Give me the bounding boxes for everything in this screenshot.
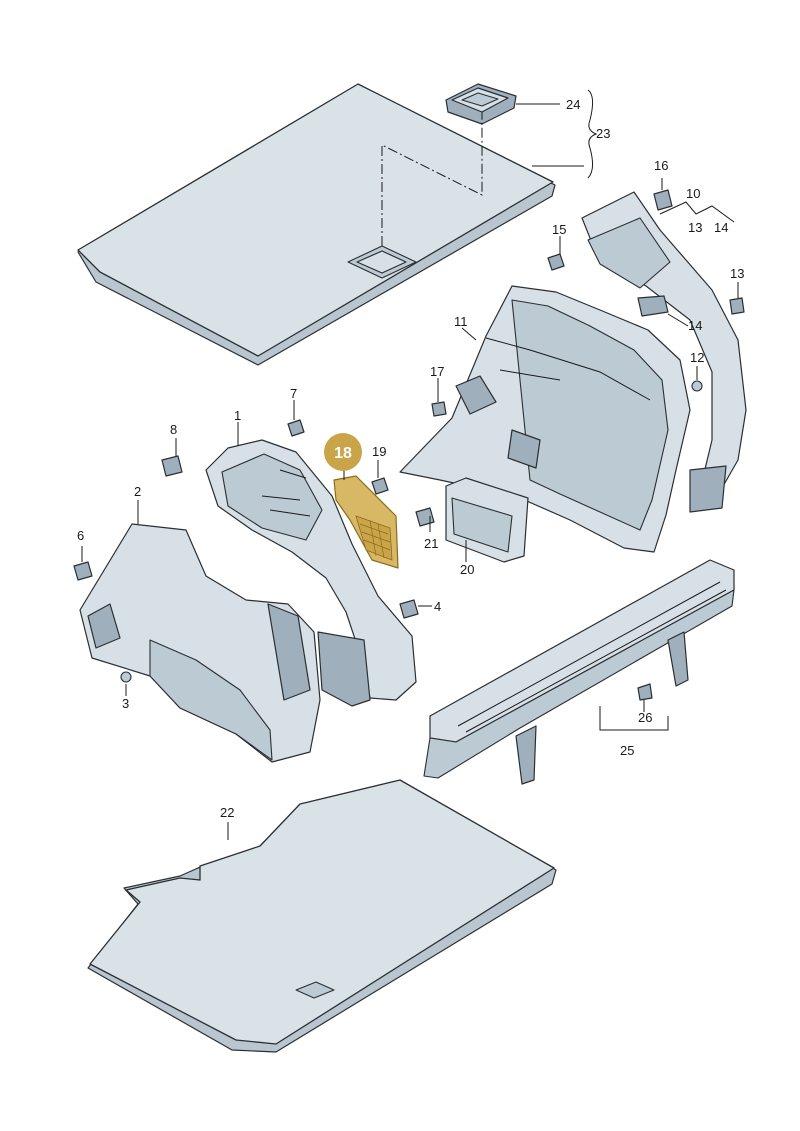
callout-label-c2[interactable]: 2 [134,484,141,499]
handle-insert-part[interactable] [445,83,517,125]
callout-label-c10[interactable]: 10 [686,186,700,201]
clip-part-4[interactable] [399,599,419,619]
callout-label-c14a[interactable]: 14 [714,220,728,235]
screw-part-19[interactable] [371,477,389,495]
screw-part-7[interactable] [287,419,305,437]
callout-label-c13b[interactable]: 13 [730,266,744,281]
callout-label-c14b[interactable]: 14 [688,318,702,333]
right-pillar-trim[interactable] [581,191,747,513]
screw-part-15[interactable] [547,253,565,271]
loading-sill-trim[interactable] [423,559,735,785]
leader-lines [81,89,739,840]
grommet-part-12[interactable] [691,380,703,392]
highlighted-part-18[interactable] [333,475,399,569]
grommet-part-3[interactable] [120,671,132,683]
highlight-badge-label: 18 [334,445,352,462]
clip-part-17[interactable] [431,401,447,417]
right-side-trim[interactable] [399,285,691,553]
callout-label-c25[interactable]: 25 [620,743,634,758]
clip-part-26[interactable] [637,683,653,701]
callout-label-c24[interactable]: 24 [566,97,580,112]
callout-label-c6[interactable]: 6 [77,528,84,543]
callout-label-c26[interactable]: 26 [638,710,652,725]
callout-label-c19[interactable]: 19 [372,444,386,459]
highlight-badge-18[interactable]: 18 [324,433,362,471]
callout-label-c13a[interactable]: 13 [688,220,702,235]
luggage-cover-panel[interactable] [77,83,556,366]
clip-part-8[interactable] [161,455,183,477]
clip-part-6[interactable] [73,561,93,581]
callout-label-c4[interactable]: 4 [434,599,441,614]
assembly-line-23 [381,112,483,246]
callout-label-c8[interactable]: 8 [170,422,177,437]
callout-label-c23[interactable]: 23 [596,126,610,141]
callout-label-c17[interactable]: 17 [430,364,444,379]
callout-label-c1[interactable]: 1 [234,408,241,423]
floor-mat[interactable] [87,779,557,1053]
callout-label-c7[interactable]: 7 [290,386,297,401]
left-pillar-trim[interactable] [205,439,417,707]
callout-label-c3[interactable]: 3 [122,696,129,711]
callout-label-c22[interactable]: 22 [220,805,234,820]
callout-label-c21[interactable]: 21 [424,536,438,551]
screw-part-21[interactable] [415,507,435,527]
clip-part-16[interactable] [653,189,673,211]
left-side-trim[interactable] [79,523,321,763]
callout-label-c20[interactable]: 20 [460,562,474,577]
clip-part-14[interactable] [637,295,669,317]
callout-label-c12[interactable]: 12 [690,350,704,365]
clip-part-13[interactable] [729,297,745,315]
callout-label-c15[interactable]: 15 [552,222,566,237]
callout-label-c11[interactable]: 11 [454,314,468,329]
callout-label-c16[interactable]: 16 [654,158,668,173]
